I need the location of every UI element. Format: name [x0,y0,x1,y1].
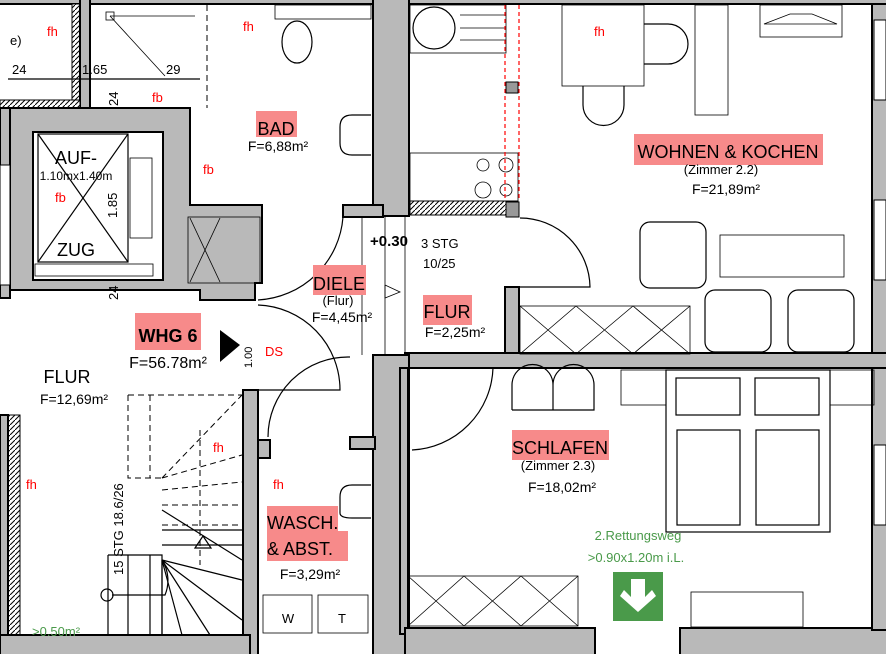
marker-fh: fh [594,24,605,39]
small-stairs-steps: 3 STG [421,236,459,251]
marker-fb: fb [55,190,66,205]
step-height: +0.30 [370,233,408,250]
dim-24-c: 24 [106,286,121,300]
elevator-depth: 1.85 [105,193,120,218]
marker-fh: fh [213,440,224,455]
elevator-size: 1.10mx1.40m [40,169,113,183]
room-flur-area: F=2,25m² [425,324,486,340]
main-staircase [100,394,243,636]
small-stairs-ratio: 10/25 [423,256,456,271]
room-diele-sub: (Flur) [322,293,353,308]
room-flur-left-area: F=12,69m² [40,391,108,407]
room-bad-name: BAD [257,119,294,139]
escape-route-sign [613,572,663,621]
marker-fb: fb [203,162,214,177]
marker-fh: fh [273,477,284,492]
washer-label: W [282,611,295,626]
min-area-note: >0.50m² [32,624,81,639]
room-bad-area: F=6,88m² [248,138,309,154]
room-highlights [135,111,823,561]
room-schlafen-name: SCHLAFEN [512,438,608,458]
marker-fb: fb [152,90,163,105]
kitchen [409,4,843,218]
dim-29: 29 [166,62,180,77]
arrow-down-icon [620,579,656,612]
dim-24-b: 24 [106,92,121,106]
room-wasch-name-line2: & ABST. [267,539,333,559]
dryer-label: T [338,611,346,626]
room-wohnen-name: WOHNEN & KOCHEN [637,142,818,162]
elevator-shaft [34,133,154,277]
marker-ds: DS [265,344,283,359]
room-schlafen-area: F=18,02m² [528,479,596,495]
living-furniture [519,221,855,355]
dim-24-a: 24 [12,62,26,77]
room-wasch-name-line1: WASCH. [267,513,338,533]
bathroom-fixtures [8,4,372,634]
escape-route-title: 2.Rettungsweg [595,528,682,543]
doors [220,216,591,451]
main-stairs-label: 15 STG 18.6/26 [111,483,126,575]
apartment-name: WHG 6 [138,326,197,346]
room-wohnen-sub: (Zimmer 2.2) [684,162,758,177]
elevator-down-label: ZUG [57,240,95,260]
room-flur-left-name: FLUR [43,367,90,387]
room-flur-name: FLUR [423,302,470,322]
apartment-area: F=56.78m² [129,355,207,372]
elevator-up-label: AUF- [55,148,97,168]
room-schlafen-sub: (Zimmer 2.3) [521,458,595,473]
room-wasch-area: F=3,29m² [280,566,341,582]
dim-165: 1.65 [82,62,107,77]
dim-partial: e) [10,33,22,48]
marker-fh: fh [47,24,58,39]
room-diele-area: F=4,45m² [312,309,373,325]
dim-door-width: 1.00 [243,347,255,368]
bedroom-furniture [407,363,875,628]
room-wohnen-area: F=21,89m² [692,181,760,197]
marker-fh: fh [26,477,37,492]
escape-route-size: >0.90x1.20m i.L. [588,550,684,565]
marker-fh: fh [243,19,254,34]
room-diele-name: DIELE [313,274,365,294]
